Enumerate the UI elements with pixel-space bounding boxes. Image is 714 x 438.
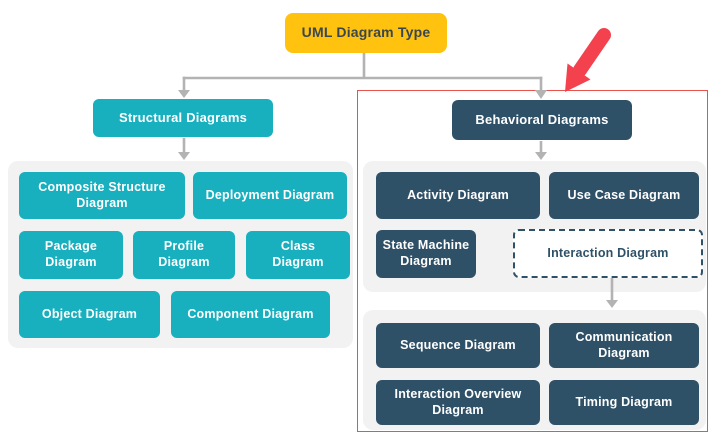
node-uml-diagram-type: UML Diagram Type bbox=[285, 13, 447, 53]
node-label: Interaction Diagram bbox=[547, 245, 669, 260]
node-communication-diagram: Communication Diagram bbox=[549, 323, 699, 368]
node-label: Use Case Diagram bbox=[567, 187, 681, 202]
node-label: Behavioral Diagrams bbox=[475, 111, 609, 127]
node-label: Timing Diagram bbox=[575, 394, 673, 409]
node-interaction-overview-diagram: Interaction Overview Diagram bbox=[376, 380, 540, 425]
node-label: Sequence Diagram bbox=[400, 337, 516, 352]
node-label: Object Diagram bbox=[41, 306, 138, 321]
node-label: Activity Diagram bbox=[407, 187, 509, 202]
node-label: Package Diagram bbox=[44, 239, 98, 269]
node-component-diagram: Component Diagram bbox=[171, 291, 330, 338]
node-activity-diagram: Activity Diagram bbox=[376, 172, 540, 219]
node-interaction-diagram: Interaction Diagram bbox=[513, 229, 703, 278]
node-label: Profile Diagram bbox=[158, 239, 210, 269]
node-label: Component Diagram bbox=[187, 306, 314, 321]
node-structural-diagrams: Structural Diagrams bbox=[93, 99, 273, 137]
node-label: State Machine Diagram bbox=[382, 238, 470, 268]
node-state-machine-diagram: State Machine Diagram bbox=[376, 230, 476, 278]
node-timing-diagram: Timing Diagram bbox=[549, 380, 699, 425]
node-label: Structural Diagrams bbox=[118, 109, 248, 125]
node-label: Communication Diagram bbox=[575, 329, 673, 360]
node-behavioral-diagrams: Behavioral Diagrams bbox=[452, 100, 632, 140]
node-label: Composite Structure Diagram bbox=[38, 179, 166, 210]
node-object-diagram: Object Diagram bbox=[19, 291, 160, 338]
node-label: Class Diagram bbox=[272, 239, 324, 269]
node-sequence-diagram: Sequence Diagram bbox=[376, 323, 540, 368]
node-label: Interaction Overview Diagram bbox=[394, 386, 522, 417]
node-use-case-diagram: Use Case Diagram bbox=[549, 172, 699, 219]
node-class-diagram: Class Diagram bbox=[246, 231, 350, 279]
node-label: UML Diagram Type bbox=[301, 24, 431, 41]
node-deployment-diagram: Deployment Diagram bbox=[193, 172, 347, 219]
behavioral-highlight-frame bbox=[357, 90, 708, 432]
node-package-diagram: Package Diagram bbox=[19, 231, 123, 279]
node-profile-diagram: Profile Diagram bbox=[133, 231, 235, 279]
node-composite-structure-diagram: Composite Structure Diagram bbox=[19, 172, 185, 219]
node-label: Deployment Diagram bbox=[205, 187, 335, 202]
